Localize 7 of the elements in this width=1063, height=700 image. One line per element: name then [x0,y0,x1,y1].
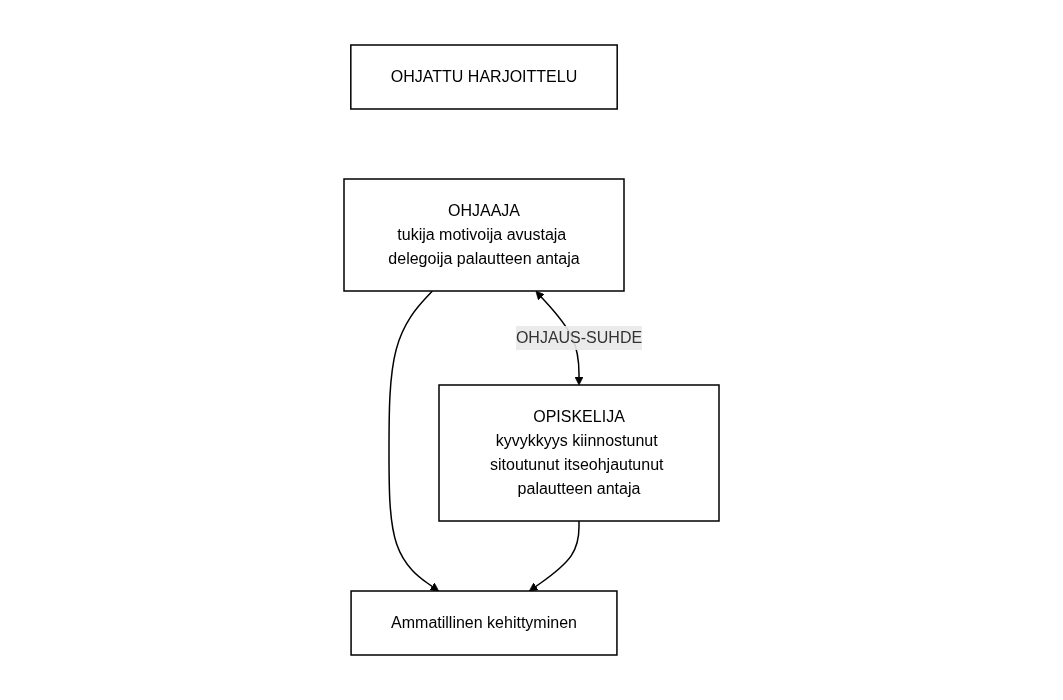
node-box: OPISKELIJA kyvykkyys kiinnostunut sitoutunut itseohjautunut palautteen antaja [438,384,720,522]
node-box: OHJATTU HARJOITTELU [350,44,618,110]
arrow [388,290,440,592]
node-box: OHJAAJA tukija motivoija avustaja delegoija palautteen antaja [343,178,625,292]
edge-label: OHJAUS-SUHDE [515,329,643,346]
arrow [528,520,580,592]
node-box: Ammatillinen kehittyminen [350,590,618,656]
